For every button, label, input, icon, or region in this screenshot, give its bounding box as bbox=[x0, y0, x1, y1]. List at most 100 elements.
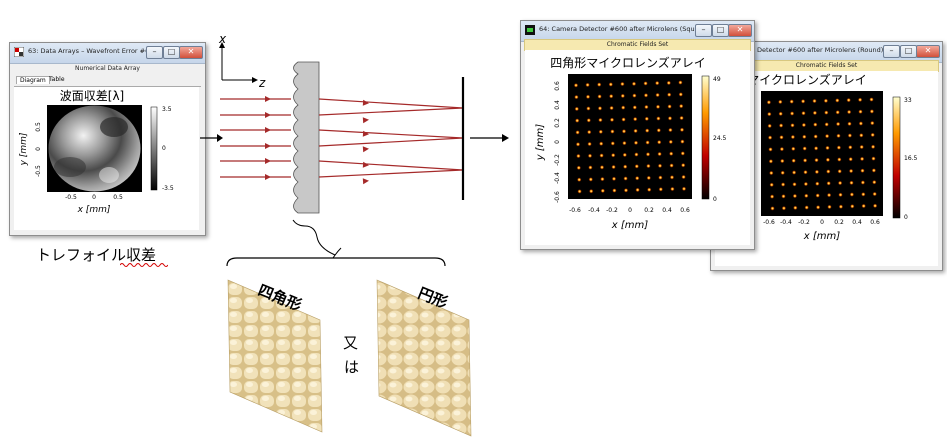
focal-spot bbox=[644, 116, 649, 122]
focal-spot bbox=[848, 157, 853, 162]
focal-spot bbox=[838, 192, 843, 197]
focal-spot bbox=[634, 152, 639, 157]
focal-spot bbox=[609, 105, 614, 111]
focal-spot bbox=[812, 98, 817, 104]
window-subtitle: Numerical Data Array bbox=[75, 65, 140, 72]
focal-spot bbox=[767, 111, 772, 117]
focal-spot bbox=[681, 174, 686, 180]
x-tick: 0 bbox=[820, 219, 824, 226]
x-tick: 0.4 bbox=[852, 219, 862, 226]
y-tick: 0 bbox=[35, 147, 42, 151]
focal-spot bbox=[812, 110, 818, 116]
focal-spot bbox=[599, 153, 604, 158]
focal-spot bbox=[575, 118, 580, 123]
wavefront-window-titlebar[interactable]: 63: Data Arrays – Wavefront Error #601 a… bbox=[10, 43, 205, 64]
focal-spot bbox=[622, 152, 627, 158]
focal-spot bbox=[870, 120, 875, 126]
maximize-button[interactable]: □ bbox=[900, 45, 917, 58]
x-tick: -0.6 bbox=[763, 219, 775, 226]
focal-spot bbox=[670, 186, 675, 192]
tab-bar: Diagram Table bbox=[14, 76, 201, 87]
focal-spot bbox=[768, 159, 774, 164]
focal-spot bbox=[815, 205, 821, 210]
focal-spot bbox=[801, 111, 806, 116]
focal-spot bbox=[643, 93, 649, 98]
focal-spot bbox=[861, 192, 866, 197]
focal-spot bbox=[872, 180, 877, 185]
focal-spot bbox=[778, 99, 783, 105]
focal-spot bbox=[679, 127, 685, 132]
colorbar bbox=[892, 96, 901, 219]
plot-frame bbox=[761, 91, 883, 216]
plot-title: 波面収差[λ] bbox=[60, 89, 124, 103]
tab-table[interactable]: Table bbox=[49, 76, 65, 83]
focal-spot bbox=[847, 121, 852, 126]
focal-spot bbox=[789, 99, 794, 104]
focal-spot bbox=[597, 82, 602, 87]
focal-spot bbox=[778, 111, 783, 116]
colorbar bbox=[701, 75, 710, 200]
focal-spot bbox=[767, 135, 773, 140]
focal-spot bbox=[848, 168, 854, 174]
square-camera-window: 64: Camera Detector #600 after Microlens… bbox=[520, 20, 755, 250]
focal-spot bbox=[600, 188, 605, 193]
y-tick: -0.4 bbox=[554, 172, 561, 184]
focal-spot bbox=[611, 153, 616, 158]
focal-spot bbox=[860, 180, 866, 185]
focal-spot bbox=[835, 121, 841, 127]
focal-spot bbox=[824, 110, 829, 115]
focal-spot bbox=[779, 135, 784, 140]
app-icon bbox=[525, 25, 535, 35]
focal-spot bbox=[576, 165, 581, 170]
focal-spot bbox=[574, 94, 579, 100]
focal-spot bbox=[837, 180, 843, 186]
maximize-button[interactable]: □ bbox=[163, 46, 180, 59]
focal-spot bbox=[612, 188, 617, 193]
focal-spot bbox=[836, 133, 841, 138]
focal-spot bbox=[825, 157, 831, 162]
focal-spot bbox=[790, 123, 795, 128]
focal-spot bbox=[610, 129, 615, 134]
y-axis-label: y [mm] bbox=[19, 132, 29, 166]
focal-spot bbox=[800, 99, 806, 104]
close-button[interactable]: ✕ bbox=[179, 46, 203, 59]
colorbar-tick: 0 bbox=[713, 196, 717, 203]
maximize-button[interactable]: □ bbox=[712, 24, 729, 37]
focal-spot bbox=[575, 142, 581, 147]
minimize-button[interactable]: – bbox=[883, 45, 900, 58]
focal-spot bbox=[611, 164, 616, 170]
focal-spot bbox=[587, 129, 592, 135]
focal-spot bbox=[679, 115, 684, 121]
focal-spot bbox=[870, 144, 876, 149]
or-label-1: 又 bbox=[343, 334, 358, 352]
focal-spot bbox=[599, 165, 605, 170]
focal-spot bbox=[644, 104, 649, 110]
close-button[interactable]: ✕ bbox=[728, 24, 752, 37]
focal-spot bbox=[588, 177, 593, 182]
focal-spot bbox=[871, 156, 876, 161]
minimize-button[interactable]: – bbox=[695, 24, 712, 37]
minimize-button[interactable]: – bbox=[146, 46, 163, 59]
x-tick: 0.5 bbox=[113, 194, 123, 201]
focal-spot bbox=[768, 147, 773, 152]
focal-spot bbox=[658, 175, 663, 180]
focal-spot bbox=[611, 176, 617, 181]
square-plot-area: 四角形マイクロレンズアレイ -0.6 -0.4 -0.2 0 0.2 0.4 0… bbox=[525, 50, 750, 245]
x-axis-label: x [mm] bbox=[611, 220, 648, 231]
focal-spot bbox=[681, 186, 687, 191]
x-tick: -0.4 bbox=[588, 207, 600, 214]
x-tick: -0.2 bbox=[606, 207, 618, 214]
square-window-titlebar[interactable]: 64: Camera Detector #600 after Microlens… bbox=[521, 21, 754, 42]
focal-spot bbox=[631, 81, 637, 86]
focal-spot bbox=[815, 181, 820, 186]
focal-spot bbox=[678, 92, 683, 97]
tab-diagram[interactable]: Diagram bbox=[16, 76, 50, 84]
focal-spot bbox=[814, 169, 820, 175]
or-label-2: は bbox=[344, 358, 359, 376]
focal-spot bbox=[600, 176, 605, 182]
focal-spot bbox=[573, 83, 579, 88]
y-tick: -0.2 bbox=[554, 154, 561, 166]
close-button[interactable]: ✕ bbox=[916, 45, 940, 58]
focal-spot bbox=[824, 122, 829, 127]
focal-spot bbox=[769, 194, 775, 199]
